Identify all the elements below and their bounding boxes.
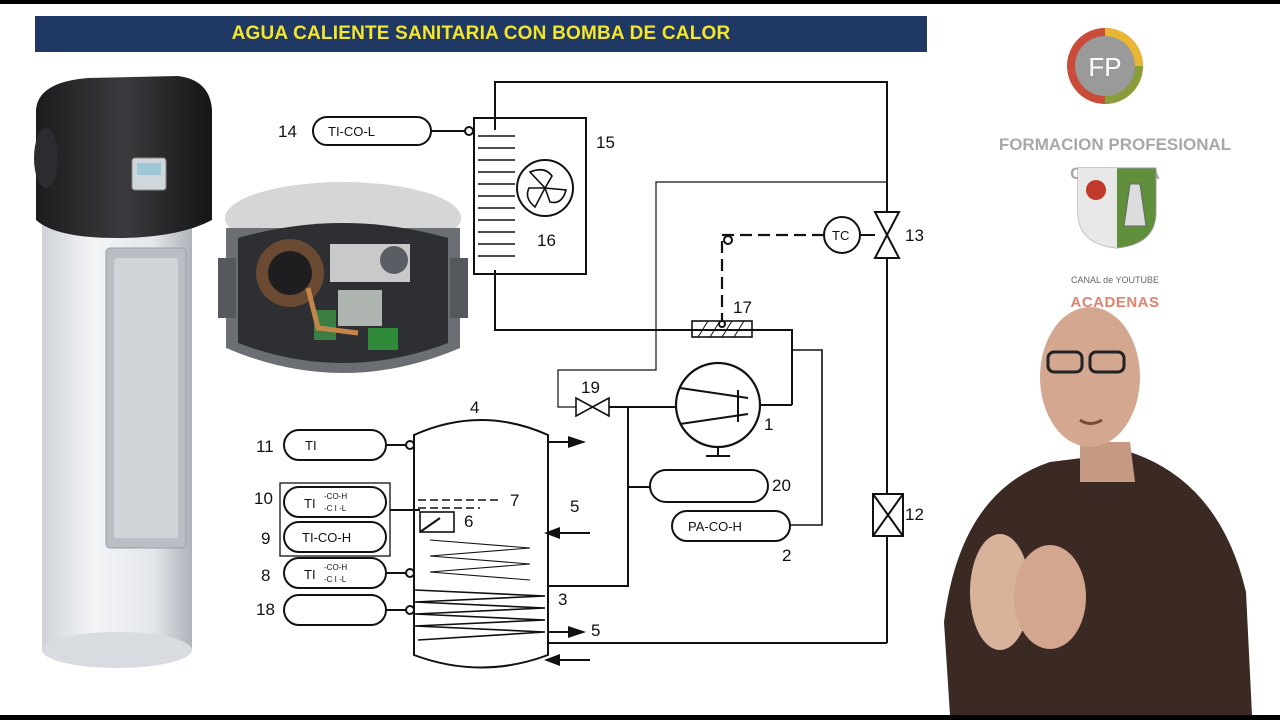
frame-bottom: [0, 715, 1280, 720]
storage-tank: [413, 419, 549, 669]
tank-coil: [414, 589, 546, 641]
canal-label: CANAL de YOUTUBE: [1070, 275, 1160, 285]
pipe-evap-return: [494, 270, 793, 405]
label-6: 6: [464, 512, 473, 531]
channel-name: ACADENAS: [1070, 294, 1160, 311]
label-13: 13: [905, 226, 924, 245]
coat-of-arms-icon: [1077, 167, 1157, 249]
label-1: 1: [764, 415, 773, 434]
channel-logo: FP FORMACION PROFESIONAL CONTINUA CANAL …: [970, 22, 1260, 311]
valve-19: [575, 396, 610, 418]
heat-pump-interior-image: [218, 182, 468, 373]
heat-pump-tank-image: [34, 76, 212, 668]
instrument-14: TI-CO-L: [328, 124, 375, 139]
label-20: 20: [772, 476, 791, 495]
filter-drier-12: [872, 493, 904, 537]
instrument-tc: TC: [832, 228, 849, 243]
label-5a: 5: [570, 497, 579, 516]
instrument-9: TI-CO-H: [302, 530, 351, 545]
fp-badge-icon: FP: [1067, 28, 1143, 104]
label-12: 12: [905, 505, 924, 524]
instrument-2: PA-CO-H: [688, 519, 742, 534]
instrument-10: TI: [304, 496, 316, 511]
label-8: 8: [261, 566, 270, 585]
logo-line1: FORMACION PROFESIONAL: [998, 135, 1232, 154]
label-9: 9: [261, 529, 270, 548]
label-3: 3: [558, 590, 567, 609]
heat-pump-schematic: 14 15 16 13 17 19 1 4 11 10 9 8 18 7 6 5…: [254, 81, 924, 669]
instrument-11: TI: [305, 438, 317, 453]
label-18: 18: [256, 600, 275, 619]
label-4: 4: [470, 398, 479, 417]
label-14: 14: [278, 122, 297, 141]
label-7: 7: [510, 491, 519, 510]
label-11: 11: [256, 437, 274, 456]
evaporator-box: [473, 117, 587, 275]
instrument-8: TI: [304, 567, 316, 582]
page-title: AGUA CALIENTE SANITARIA CON BOMBA DE CAL…: [231, 23, 731, 44]
title-bar: AGUA CALIENTE SANITARIA CON BOMBA DE CAL…: [35, 16, 927, 52]
presenter-image: [944, 307, 1252, 715]
fp-badge-text: FP: [1088, 52, 1121, 82]
label-17: 17: [733, 298, 752, 317]
label-2: 2: [782, 546, 791, 565]
fan-symbol: [516, 159, 574, 217]
instrument-8-top: -CO-H: [324, 563, 347, 572]
instrument-10-top: -CO-H: [324, 492, 347, 501]
label-19: 19: [581, 378, 600, 397]
label-5b: 5: [591, 621, 600, 640]
instrument-8-bot: -C I -L: [324, 575, 347, 584]
compressor-symbol: [674, 361, 762, 449]
expansion-valve-13: [873, 211, 901, 259]
frame-top: [0, 0, 1280, 4]
label-10: 10: [254, 489, 273, 508]
pipe-top-loop: [494, 81, 888, 212]
instrument-10-bot: -C I -L: [324, 504, 347, 513]
label-15: 15: [596, 133, 615, 152]
pipe-bypass: [557, 181, 887, 408]
label-16: 16: [537, 231, 556, 250]
vessel-20: [649, 469, 769, 503]
